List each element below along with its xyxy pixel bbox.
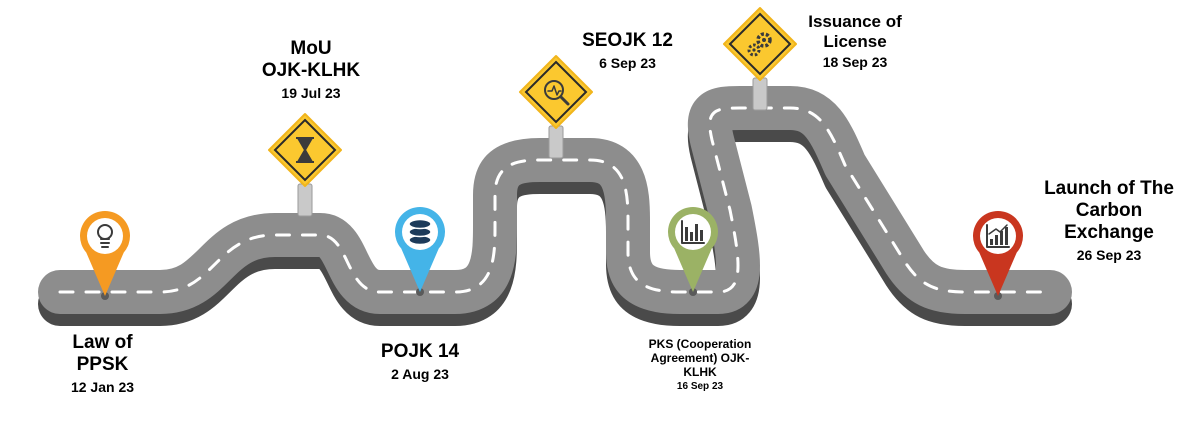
label-license: Issuance of License 18 Sep 23 — [785, 12, 925, 70]
marker-pin — [394, 206, 445, 296]
bar-chart-icon — [681, 220, 705, 244]
milestone-date: 2 Aug 23 — [391, 365, 449, 382]
database-icon — [408, 218, 432, 246]
marker-pin — [972, 210, 1023, 300]
marker-sign — [519, 55, 593, 159]
milestone-date: 19 Jul 23 — [281, 84, 341, 101]
marker-sign — [268, 113, 342, 217]
milestone-title: PKS (Cooperation Agreement) OJK- KLHK — [648, 337, 752, 379]
gears-icon — [747, 32, 772, 57]
milestone-title: Launch of The Carbon Exchange — [1044, 178, 1174, 243]
label-pks: PKS (Cooperation Agreement) OJK- KLHK 16… — [620, 337, 780, 393]
label-pojk: POJK 14 2 Aug 23 — [350, 341, 490, 382]
milestone-title: Law of PPSK — [72, 332, 133, 375]
milestone-date: 12 Jan 23 — [70, 378, 135, 395]
milestone-title: POJK 14 — [380, 341, 460, 362]
marker-pin — [80, 210, 130, 300]
milestone-date: 18 Sep 23 — [822, 54, 888, 71]
label-mou: MoU OJK-KLHK 19 Jul 23 — [236, 38, 386, 101]
growth-chart-icon — [986, 224, 1010, 248]
magnifier-chart-icon — [544, 80, 570, 106]
label-launch: Launch of The Carbon Exchange 26 Sep 23 — [1025, 178, 1193, 263]
lightbulb-icon — [97, 224, 113, 248]
milestone-date: 16 Sep 23 — [676, 381, 724, 393]
marker-sign — [723, 7, 797, 111]
label-law-ppsk: Law of PPSK 12 Jan 23 — [40, 332, 165, 395]
milestone-title: Issuance of License — [808, 12, 902, 51]
label-seojk: SEOJK 12 6 Sep 23 — [555, 30, 700, 71]
marker-pin — [667, 206, 718, 296]
milestone-date: 26 Sep 23 — [1076, 246, 1142, 263]
milestone-title: SEOJK 12 — [582, 30, 673, 51]
milestone-title: MoU OJK-KLHK — [261, 38, 361, 81]
hourglass-icon — [296, 137, 314, 163]
milestone-date: 6 Sep 23 — [599, 54, 656, 71]
